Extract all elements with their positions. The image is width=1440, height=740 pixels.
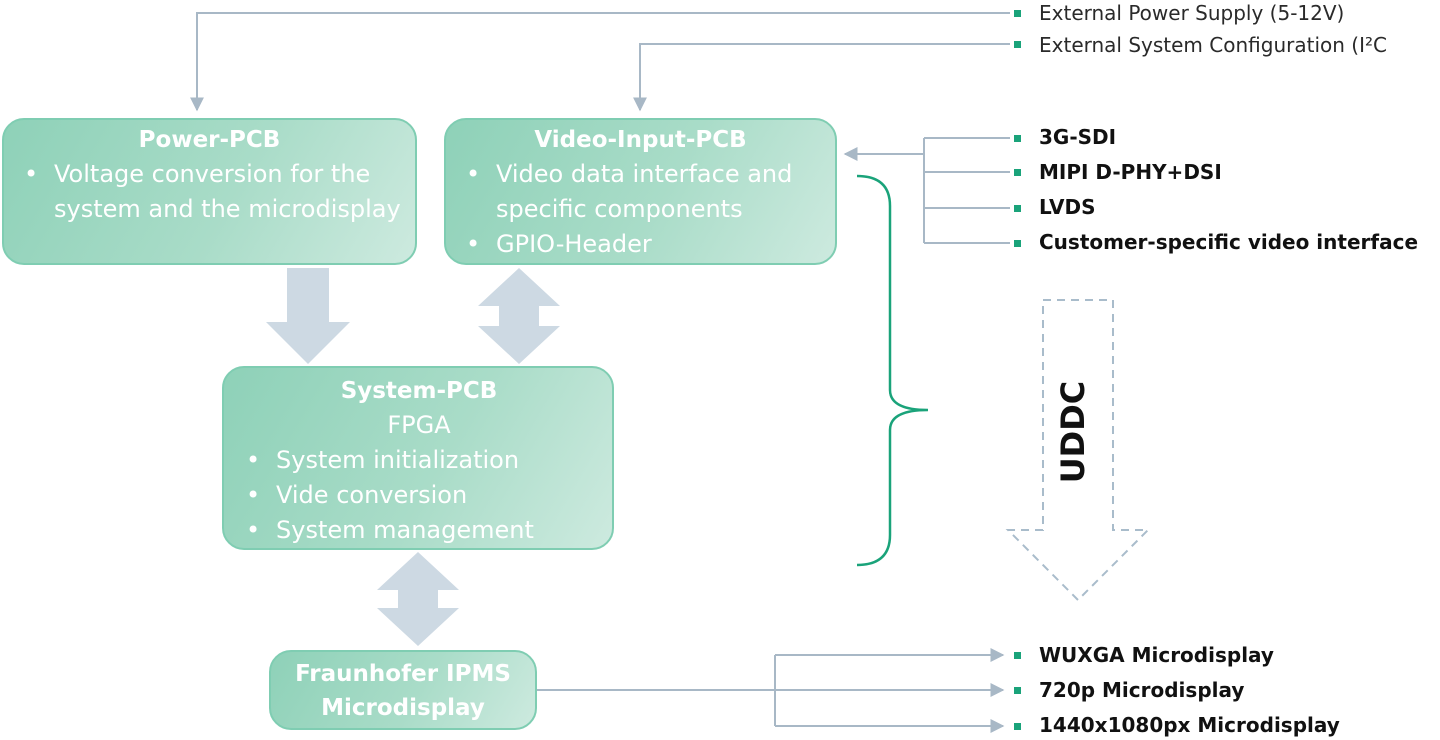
microdisplay-output-bus <box>537 648 1005 733</box>
external-power-bullet-icon <box>1014 10 1021 17</box>
system-config-connector <box>633 43 1010 112</box>
video-interface-label: MIPI D-PHY+DSI <box>1039 160 1222 184</box>
microdisplay-variant-label: 1440x1080px Microdisplay <box>1039 713 1340 737</box>
microdisplay-title-line2: Microdisplay <box>321 695 485 721</box>
power-pcb-box: Power-PCB Voltage conversion for the sys… <box>2 118 417 265</box>
microdisplay-title-line1: Fraunhofer IPMS <box>295 661 511 687</box>
system-pcb-bullet: System management <box>240 513 598 548</box>
system-pcb-bullet: Vide conversion <box>240 478 598 513</box>
power-to-system-arrow <box>266 268 350 364</box>
microdisplay-variant-label: 720p Microdisplay <box>1039 678 1245 702</box>
power-pcb-bullets: Voltage conversion for the system and th… <box>18 157 401 227</box>
video-interface-bullet-icon <box>1014 169 1021 176</box>
video-input-pcb-bullets: Video data interface and specific compon… <box>460 157 821 262</box>
microdisplay-variant-label: WUXGA Microdisplay <box>1039 643 1274 667</box>
system-pcb-box: System-PCB FPGA System initialization Vi… <box>222 366 614 550</box>
video-interface-label: LVDS <box>1039 195 1096 219</box>
power-supply-connector <box>190 12 1010 112</box>
video-input-pcb-box: Video-Input-PCB Video data interface and… <box>444 118 837 265</box>
microdisplay-variant-bullet-icon <box>1014 723 1021 730</box>
system-pcb-bullets: System initialization Vide conversion Sy… <box>240 443 598 548</box>
external-power-label: External Power Supply (5-12V) <box>1039 1 1345 25</box>
video-input-pcb-title: Video-Input-PCB <box>534 127 747 153</box>
power-pcb-bullet: Voltage conversion for the system and th… <box>18 157 401 227</box>
uddc-dashed-arrow <box>1005 299 1151 602</box>
video-interface-bullet-icon <box>1014 135 1021 142</box>
system-pcb-subtitle: FPGA <box>387 411 451 439</box>
microdisplay-box: Fraunhofer IPMS Microdisplay <box>269 650 537 730</box>
video-interface-label: 3G-SDI <box>1039 125 1117 149</box>
uddc-label: UDDC <box>1054 380 1092 484</box>
external-config-label: External System Configuration (I²C <box>1039 33 1387 57</box>
video-input-pcb-bullet: Video data interface and specific compon… <box>460 157 821 227</box>
video-interface-bus <box>843 137 1010 244</box>
system-pcb-bullet: System initialization <box>240 443 598 478</box>
video-input-pcb-bullet: GPIO-Header <box>460 227 821 262</box>
video-system-double-arrow <box>478 268 560 364</box>
system-pcb-title: System-PCB <box>340 378 498 404</box>
video-interface-label: Customer-specific video interface <box>1039 230 1419 254</box>
video-interface-bullet-icon <box>1014 205 1021 212</box>
video-interface-bullet-icon <box>1014 240 1021 247</box>
microdisplay-variant-bullet-icon <box>1014 652 1021 659</box>
microdisplay-variant-bullet-icon <box>1014 687 1021 694</box>
uddc-brace <box>856 174 929 567</box>
system-microdisplay-double-arrow <box>377 552 459 646</box>
power-pcb-title: Power-PCB <box>138 127 281 153</box>
external-config-bullet-icon <box>1014 41 1021 48</box>
